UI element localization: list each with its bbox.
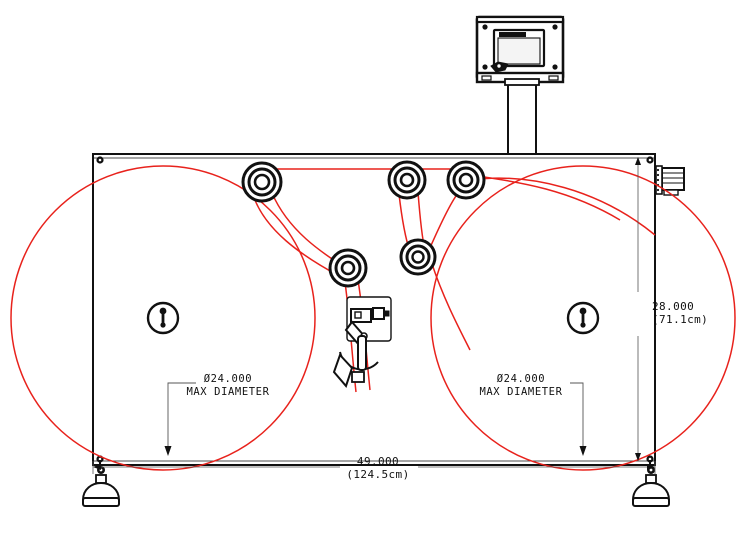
panel-screw-bl xyxy=(482,64,488,70)
left-callout-label: MAX DIAMETER xyxy=(186,386,269,398)
height-dim-value: 28.000 xyxy=(652,300,694,313)
flange-slot-left xyxy=(481,75,492,81)
left-callout-leader xyxy=(167,382,196,447)
width-arrow-right xyxy=(647,464,655,470)
hmi-control-panel[interactable] xyxy=(475,15,565,84)
right-spindle-hub xyxy=(566,301,600,335)
dancer-cylinder xyxy=(332,353,354,388)
idler-roller-3 xyxy=(446,160,486,200)
web-span-r4-right-roll xyxy=(431,263,471,351)
dancer-actuator xyxy=(372,307,385,320)
foot-stem-right xyxy=(645,474,657,484)
height-arrow-top xyxy=(635,157,641,165)
height-arrow-bottom xyxy=(635,453,641,461)
left-callout-arrow xyxy=(164,446,172,456)
idler-roller-1 xyxy=(241,161,283,203)
screen-display[interactable] xyxy=(497,37,541,65)
foot-pad-right xyxy=(631,481,671,501)
width-dimension: 49.000 (124.5cm) xyxy=(92,455,656,481)
dancer-arm-assembly xyxy=(332,296,392,388)
right-max-diameter-callout: Ø24.000 MAX DIAMETER xyxy=(479,373,587,456)
web-span-rightroll-top xyxy=(469,177,656,236)
idler-roller-4 xyxy=(399,238,437,276)
control-panel-mast xyxy=(504,78,540,157)
foot-pad-left xyxy=(81,481,121,501)
left-max-diameter-callout: Ø24.000 MAX DIAMETER xyxy=(164,373,269,456)
right-roll-max-diameter-circle xyxy=(430,165,736,471)
panel-screw-tl xyxy=(482,24,488,30)
leveling-foot-right xyxy=(631,460,671,507)
flange-slot-right xyxy=(548,75,559,81)
control-panel-top-lip xyxy=(475,15,565,24)
web-span-left-upper xyxy=(252,194,342,278)
foot-stem-left xyxy=(95,474,107,484)
left-callout-diameter: Ø24.000 xyxy=(204,373,252,385)
right-callout-diameter: Ø24.000 xyxy=(497,373,545,385)
panel-screw-br xyxy=(552,64,558,70)
drive-motor-gearbox xyxy=(655,165,685,196)
left-roll-max-diameter-circle xyxy=(10,165,316,471)
gearbox-foot xyxy=(663,189,679,196)
idler-roller-5 xyxy=(328,248,368,288)
right-callout-arrow xyxy=(579,446,587,456)
keypad-icon[interactable] xyxy=(490,61,509,73)
mast-column xyxy=(507,81,537,157)
screen-header-strip xyxy=(499,32,526,37)
panel-screw-tr xyxy=(552,24,558,30)
width-dim-value: 49.000 xyxy=(357,455,399,468)
right-callout-leader xyxy=(570,382,584,447)
width-arrow-left xyxy=(93,464,101,470)
right-callout-label: MAX DIAMETER xyxy=(479,386,562,398)
left-spindle-hub xyxy=(146,301,180,335)
idler-roller-2 xyxy=(387,160,427,200)
frame-corner-bolts xyxy=(96,156,654,463)
dancer-end-block xyxy=(351,371,365,383)
mast-top-plate xyxy=(504,78,540,86)
gearbox-body xyxy=(661,167,685,191)
width-dim-metric: (124.5cm) xyxy=(346,468,409,481)
height-dim-metric: (71.1cm) xyxy=(652,313,708,326)
height-dimension: 28.000 (71.1cm) xyxy=(635,157,708,461)
dancer-shaft xyxy=(357,335,367,371)
